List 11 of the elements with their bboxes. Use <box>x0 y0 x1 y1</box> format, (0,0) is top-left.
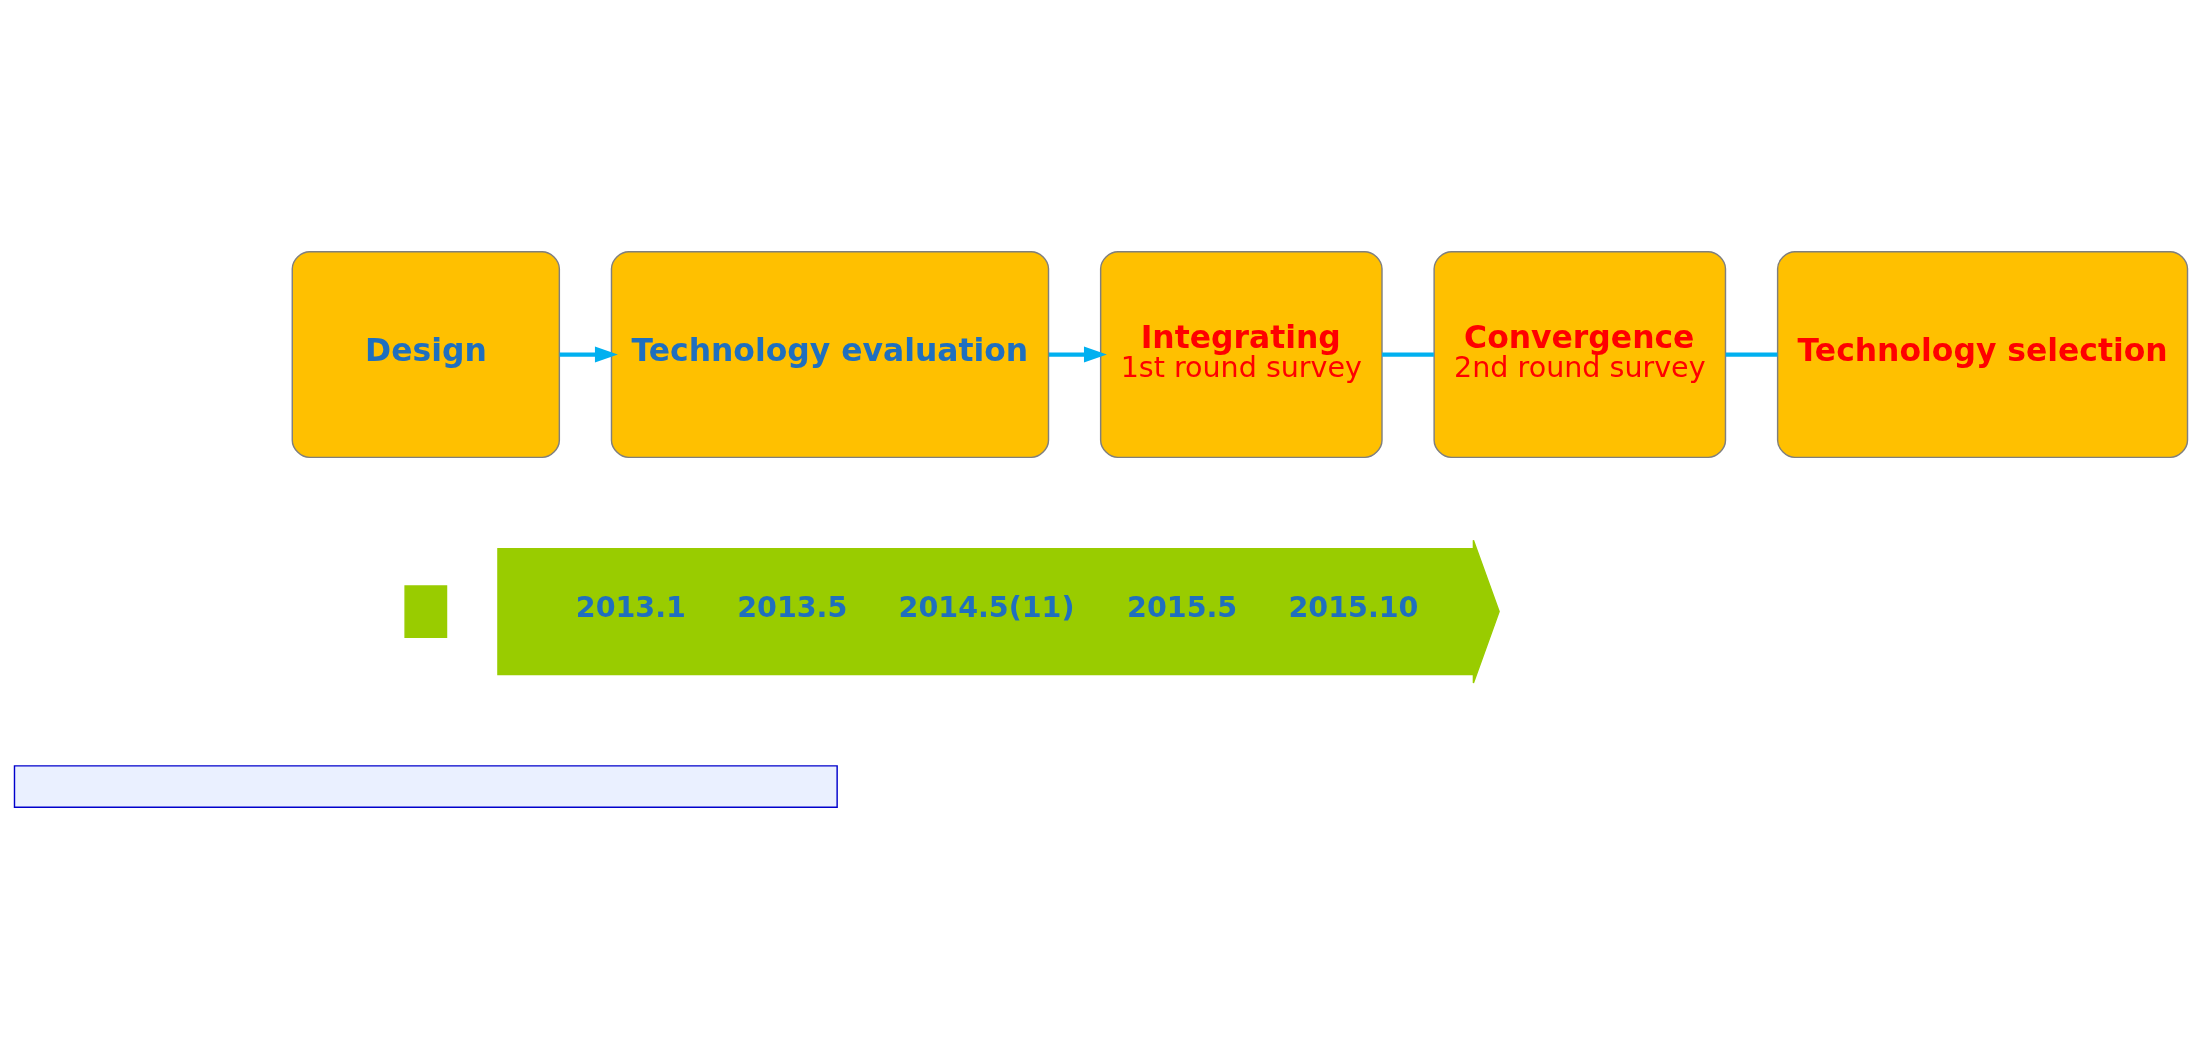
node-box: Technology evaluation <box>610 251 1050 459</box>
node-box: Convergence 2nd round survey <box>1433 251 1727 459</box>
node-box: Integrating 1st round survey <box>1099 251 1383 459</box>
arrow <box>559 346 618 363</box>
node-box <box>13 765 838 808</box>
node-box <box>404 585 448 639</box>
arrow <box>1048 346 1107 363</box>
connector <box>1725 352 1778 357</box>
node-box: Technology selection <box>1776 251 2189 459</box>
node-box: Design <box>291 251 561 459</box>
connector <box>1382 352 1434 357</box>
